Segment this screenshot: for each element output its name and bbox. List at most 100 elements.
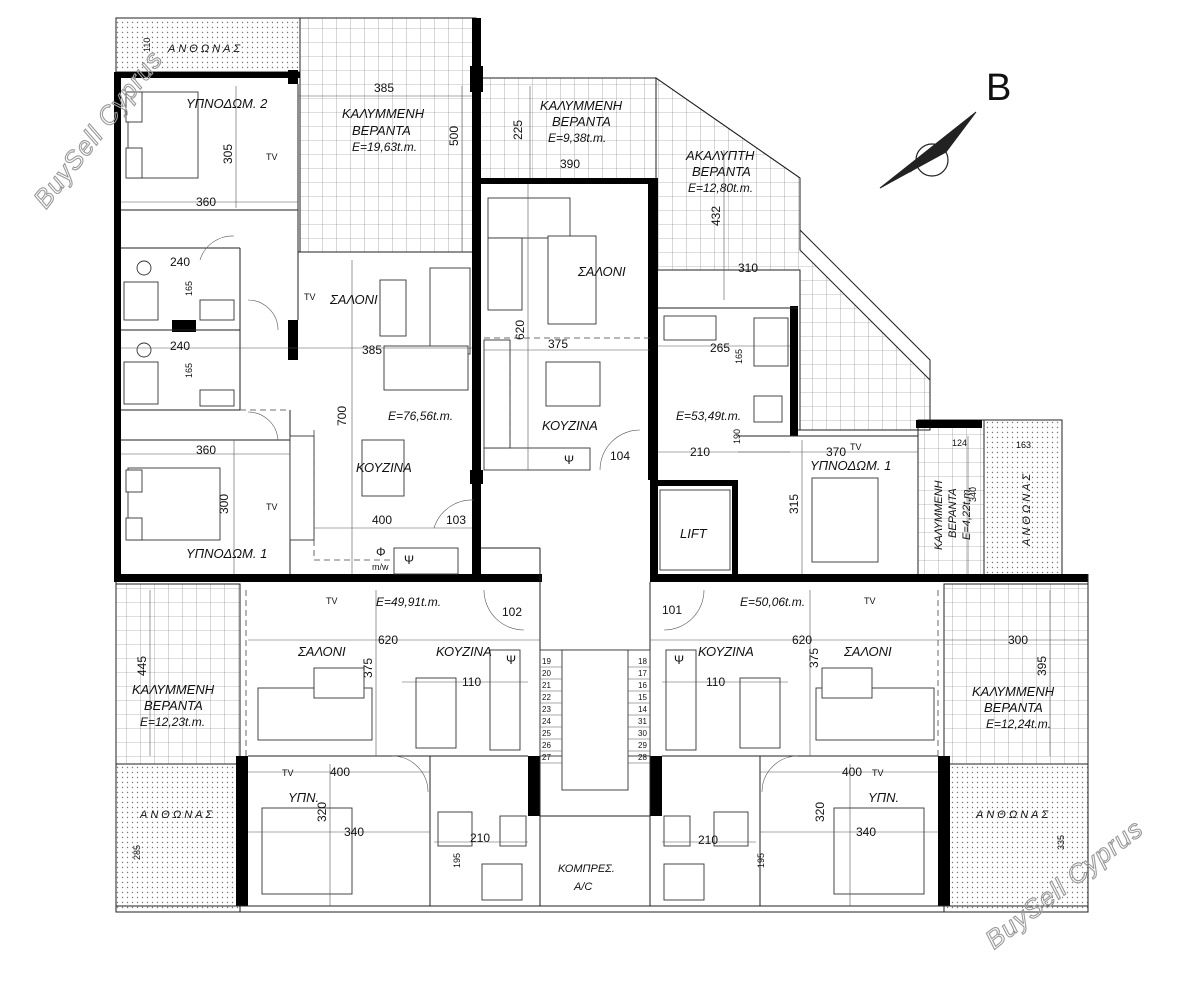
label-tv-5: TV [326,596,338,606]
stair-step-left-26: 26 [542,741,551,750]
label-bed-c: ΥΠΝ. [288,790,319,805]
dim-265: 265 [710,341,730,355]
stair-step-right-30: 30 [638,729,647,738]
dim-375c: 375 [807,648,821,668]
dim-400b: 400 [330,765,350,779]
stair-step-right-29: 29 [638,741,647,750]
label-tv-1: TV [266,152,278,162]
dim-445: 445 [135,656,149,676]
dim-124: 124 [952,438,967,448]
label-psi-b: Ψ [564,453,574,467]
label-bed1-b: ΥΠΝΟΔΩΜ. 1 [810,458,891,473]
label-living-d: ΣΑΛΟΝΙ [843,644,892,659]
label-flower-bl: ΑΝΘΩΝΑΣ [139,809,215,821]
stair-step-left-22: 22 [542,693,551,702]
label-area-103: E=76,56t.m. [388,409,453,423]
dim-190: 190 [732,429,742,444]
label-bed1-a: ΥΠΝΟΔΩΜ. 1 [186,546,267,561]
stair-step-left-21: 21 [542,681,551,690]
label-kitchen-d: ΚΟΥΖΙΝΑ [698,644,754,659]
label-compressor-l2: A/C [573,881,592,893]
label-flower-br: ΑΝΘΩΝΑΣ [975,809,1051,821]
stair-step-right-16: 16 [638,681,647,690]
label-veranda-1-l2: ΒΕΡΑΝΤΑ [352,123,411,138]
label-veranda-br-area: E=12,24t.m. [986,717,1051,731]
stair-step-right-28: 28 [638,753,647,762]
dim-305: 305 [221,144,235,164]
dimension-lines [121,86,1088,906]
dim-432: 432 [709,206,723,226]
flower-bed-br [943,763,1089,913]
label-veranda-bl-l2: ΒΕΡΑΝΤΑ [144,698,203,713]
dim-110b: 110 [462,675,481,689]
label-psi-a: Ψ [404,553,414,567]
label-veranda-2-l1: ΚΑΛΥΜΜΕΝΗ [540,98,623,113]
label-kitchen-b: ΚΟΥΖΙΝΑ [542,418,598,433]
north-arrow: B [879,67,1011,189]
stair-step-left-27: 27 [542,753,551,762]
label-open-veranda-area: E=12,80t.m. [688,181,753,195]
label-apt-104: 104 [610,449,630,463]
dim-165a: 165 [184,281,194,296]
dim-340a: 340 [968,487,978,502]
label-veranda-2-area: E=9,38t.m. [548,131,606,145]
label-veranda-1-area: E=19,63t.m. [352,140,417,154]
covered-veranda-1 [299,17,477,253]
dim-110c: 110 [706,675,725,689]
label-veranda-bl-area: E=12,23t.m. [140,715,205,729]
flower-bed-top [115,17,301,73]
dim-340c: 340 [856,825,876,839]
covered-veranda-small [917,419,985,577]
label-living-b: ΣΑΛΟΝΙ [577,264,626,279]
covered-veranda-br [943,583,1089,765]
dim-310: 310 [738,261,758,275]
dim-400c: 400 [842,765,862,779]
label-mw: m/w [372,562,389,572]
label-area-104: E=53,49t.m. [676,409,741,423]
dim-285: 285 [132,845,142,860]
label-tv-6: TV [864,596,876,606]
label-apt-101: 101 [662,603,682,617]
furniture [123,91,935,901]
dim-163: 163 [1016,440,1031,450]
covered-veranda-2 [475,77,657,183]
label-kitchen-c: ΚΟΥΖΙΝΑ [436,644,492,659]
label-tv-2: TV [304,292,316,302]
open-veranda-outline [655,77,931,420]
dim-700: 700 [335,406,349,426]
dim-375a: 375 [548,337,568,351]
dim-395: 395 [1035,656,1049,676]
dim-240b: 240 [170,339,190,353]
label-bed-d: ΥΠΝ. [868,790,899,805]
label-veranda-small-l1: ΚΑΛΥΜΜΕΝΗ [933,480,945,550]
dim-360b: 360 [196,443,216,457]
label-psi-c: Ψ [506,653,516,667]
stair-step-right-14: 14 [638,705,647,714]
label-flower-top: ΑΝΘΩΝΑΣ [167,43,243,55]
label-veranda-1-l1: ΚΑΛΥΜΜΕΝΗ [342,106,425,121]
label-tv-4: TV [850,442,862,452]
dim-500: 500 [447,126,461,146]
stair-step-left-19: 19 [542,657,551,666]
stair-step-left-25: 25 [542,729,551,738]
dim-165c: 165 [734,349,744,364]
dim-315: 315 [787,494,801,514]
stair-step-left-24: 24 [542,717,551,726]
dim-335: 335 [1056,835,1066,850]
label-tv-8: TV [872,768,884,778]
stair-step-right-15: 15 [638,693,647,702]
label-veranda-bl-l1: ΚΑΛΥΜΜΕΝΗ [132,682,215,697]
label-living-a: ΣΑΛΟΝΙ [329,292,378,307]
label-veranda-2-l2: ΒΕΡΑΝΤΑ [552,114,611,129]
label-veranda-small-area: E=4,22t.m. [961,486,973,540]
dim-210a: 210 [690,445,710,459]
dim-400a: 400 [372,513,392,527]
dim-340b: 340 [344,825,364,839]
dim-370: 370 [826,445,846,459]
label-living-c: ΣΑΛΟΝΙ [297,644,346,659]
dim-110: 110 [142,38,152,52]
label-apt-103: 103 [446,513,466,527]
label-tv-7: TV [282,768,294,778]
stair-step-right-18: 18 [638,657,647,666]
